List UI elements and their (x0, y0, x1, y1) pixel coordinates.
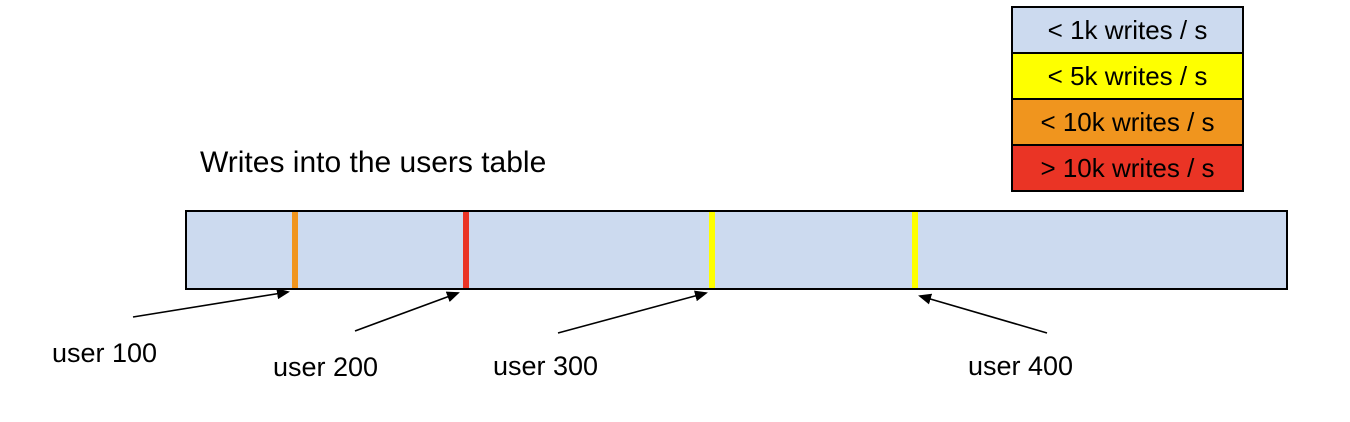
user-400-label: user 400 (968, 351, 1074, 381)
legend-item-label: > 10k writes / s (1040, 152, 1215, 183)
user-100-label: user 100 (52, 338, 158, 368)
write-hotspot-stripe-user-300 (709, 212, 715, 288)
arrow-user-400 (918, 293, 1048, 334)
user-200-label: user 200 (273, 352, 379, 382)
write-hotspot-stripe-user-100 (292, 212, 298, 288)
write-hotspot-stripe-user-400 (912, 212, 918, 288)
write-rate-legend: < 1k writes / s < 5k writes / s < 10k writ… (1011, 6, 1244, 192)
legend-item-3: > 10k writes / s (1011, 144, 1244, 192)
arrow-user-100 (132, 288, 290, 318)
users-table-bar (185, 210, 1288, 290)
arrow-user-200 (354, 291, 460, 332)
arrow-user-300 (557, 290, 708, 334)
legend-item-1: < 5k writes / s (1011, 52, 1244, 100)
diagram-title: Writes into the users table (200, 146, 547, 179)
write-hotspot-stripe-user-200 (463, 212, 469, 288)
legend-item-0: < 1k writes / s (1011, 6, 1244, 54)
legend-item-label: < 10k writes / s (1040, 106, 1215, 137)
legend-item-label: < 5k writes / s (1047, 60, 1208, 91)
user-300-label: user 300 (493, 351, 599, 381)
legend-item-2: < 10k writes / s (1011, 98, 1244, 146)
legend-item-label: < 1k writes / s (1047, 14, 1208, 45)
